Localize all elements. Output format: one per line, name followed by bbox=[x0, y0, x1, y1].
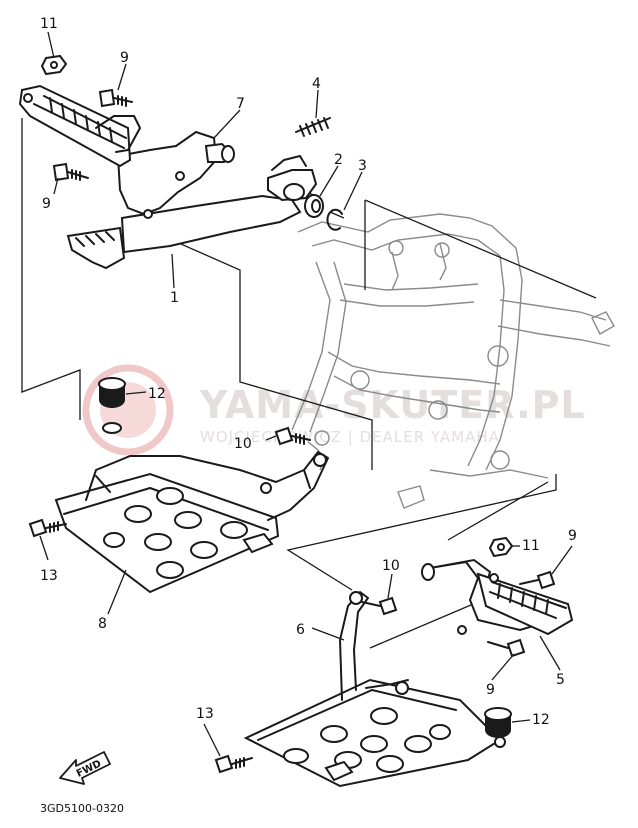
rubber-damper-right bbox=[484, 707, 512, 738]
callout-9-upper: 9 bbox=[120, 50, 129, 66]
watermark-ring-icon bbox=[82, 364, 174, 456]
frame-outline bbox=[291, 213, 615, 509]
callout-3: 3 bbox=[358, 158, 367, 174]
right-footrest bbox=[421, 558, 574, 636]
diagram-code: 3GD5100-0320 bbox=[40, 802, 124, 815]
callout-2: 2 bbox=[334, 152, 343, 168]
nut-11-right bbox=[488, 536, 514, 558]
callout-9-lower: 9 bbox=[42, 196, 51, 212]
fwd-arrow-icon bbox=[59, 751, 111, 785]
callout-12-left: 12 bbox=[148, 386, 166, 402]
right-footrest-guard bbox=[243, 591, 506, 788]
bolt-10-left bbox=[274, 426, 311, 446]
left-footrest-bracket bbox=[18, 84, 235, 219]
callout-11-right: 11 bbox=[522, 538, 540, 554]
watermark: YAMA-SKUTER.PL WOJCIECHOWICZ | DEALER YA… bbox=[82, 364, 586, 456]
bolt-13-left bbox=[28, 518, 67, 538]
callout-9-right-lower: 9 bbox=[486, 682, 495, 698]
callout-1: 1 bbox=[170, 290, 179, 306]
callout-4: 4 bbox=[312, 76, 321, 92]
callout-12-right: 12 bbox=[532, 712, 550, 728]
watermark-main-text: YAMA-SKUTER.PL bbox=[199, 383, 586, 427]
callout-9-right-upper: 9 bbox=[568, 528, 577, 544]
brake-pedal bbox=[66, 155, 318, 270]
watermark-sub-text: WOJCIECHOWICZ | DEALER YAMAHA bbox=[200, 428, 500, 446]
bolt-9-right-upper bbox=[519, 570, 556, 590]
callout-13-right: 13 bbox=[196, 706, 214, 722]
circlip bbox=[326, 208, 343, 231]
nut-11-left bbox=[40, 54, 68, 76]
bolt-13-right bbox=[214, 754, 253, 774]
rubber-damper-left bbox=[98, 377, 126, 434]
callout-10-right: 10 bbox=[382, 558, 400, 574]
callout-5: 5 bbox=[556, 672, 565, 688]
callout-10-left: 10 bbox=[234, 436, 252, 452]
callout-8: 8 bbox=[98, 616, 107, 632]
bolt-9-upper bbox=[98, 88, 133, 108]
left-footrest-guard bbox=[54, 451, 329, 594]
callout-labels: 11 9 7 4 2 3 9 1 12 10 13 8 10 6 11 9 5 … bbox=[40, 16, 577, 728]
callout-11-left: 11 bbox=[40, 16, 58, 32]
spring bbox=[295, 117, 331, 137]
callout-7: 7 bbox=[236, 96, 245, 112]
washer bbox=[304, 194, 324, 218]
fwd-arrow: FWD bbox=[59, 751, 111, 785]
callout-13-left: 13 bbox=[40, 568, 58, 584]
bolt-9-lower bbox=[52, 162, 89, 182]
callout-leaders bbox=[39, 31, 573, 757]
bolt-9-right-lower bbox=[487, 638, 526, 658]
callout-6: 6 bbox=[296, 622, 305, 638]
